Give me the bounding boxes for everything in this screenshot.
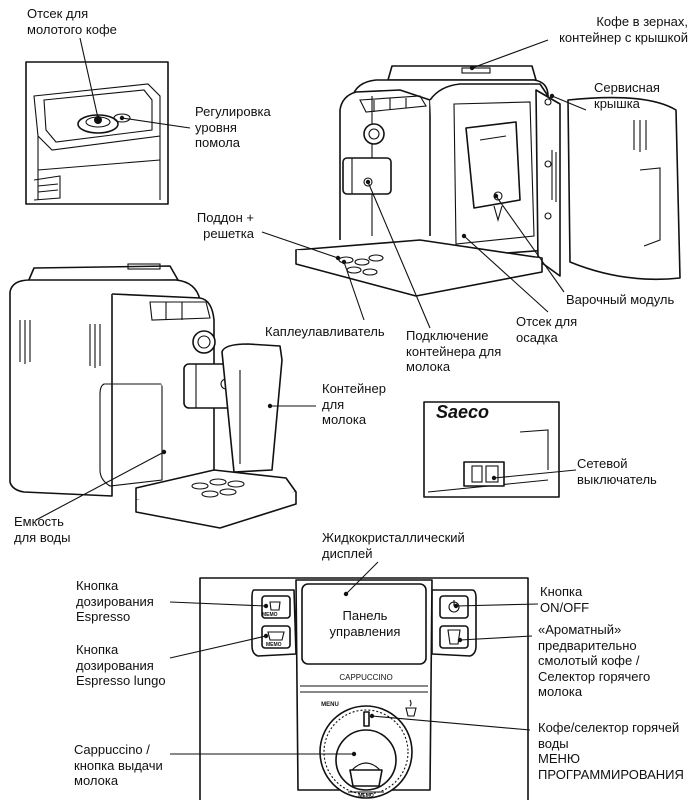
machine-open-view bbox=[295, 65, 681, 297]
label-drip-catcher: Каплеулавливатель bbox=[265, 324, 385, 339]
label-brew-group: Варочный модуль bbox=[566, 292, 675, 307]
ground-coffee-inset bbox=[25, 61, 169, 205]
leader-lines bbox=[35, 37, 587, 757]
cappuccino-panel-label: CAPPUCCINO bbox=[339, 673, 392, 682]
memo-label-1: MEMO bbox=[262, 612, 278, 618]
memo-label-2: MEMO bbox=[266, 642, 282, 648]
machine-front-view bbox=[9, 263, 297, 529]
control-panel: MEMO MEMO CAPPUCCINO MENU MEMO bbox=[199, 577, 529, 800]
brand-logo: Saeco bbox=[436, 402, 489, 422]
power-switch-inset: Saeco bbox=[423, 401, 560, 498]
label-drip-tray: Поддон +решетка bbox=[196, 210, 254, 241]
label-bean-container: Кофе в зернах,контейнер с крышкой bbox=[559, 14, 688, 45]
menu-panel-label: MENU bbox=[321, 702, 339, 708]
knob-memo-label: MEMO bbox=[358, 793, 374, 799]
